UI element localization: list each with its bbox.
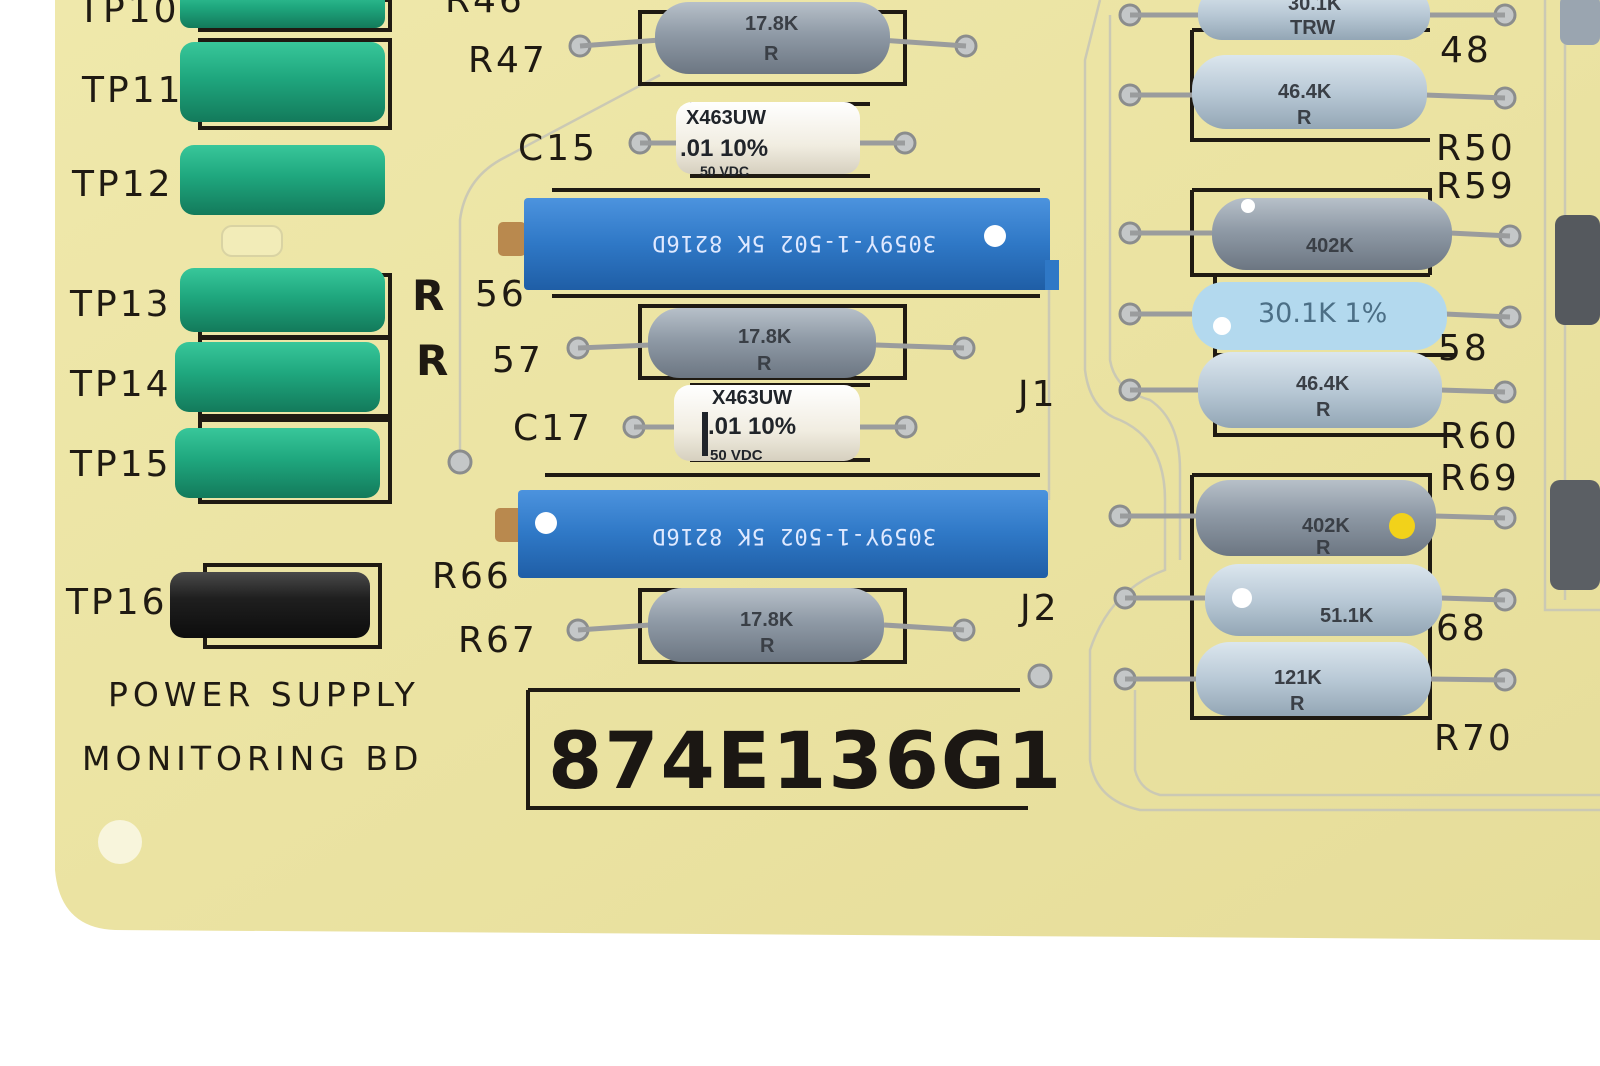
test-point-tp14-body: [175, 342, 380, 412]
mounting-hole: [98, 820, 142, 864]
svg-text:TRW: TRW: [1290, 17, 1335, 39]
svg-text:30.1K: 30.1K: [1288, 0, 1342, 15]
test-point-labels: TP10 TP11 TP12 TP13 TP14 TP15 TP16: [65, 0, 184, 623]
svg-text:3059Y-1-502 5K 8216D: 3059Y-1-502 5K 8216D: [651, 523, 936, 548]
capacitor-c17: X463UW .01 10% 50 VDC: [674, 385, 860, 464]
svg-text:48: 48: [1440, 30, 1492, 71]
test-point-tp13-body: [180, 268, 385, 332]
resistor-r60: 46.4K R: [1198, 352, 1442, 428]
resistor-r50: 46.4K R: [1192, 55, 1427, 129]
resistor-r47: 17.8K R: [655, 2, 890, 74]
pcb-traces: [458, 0, 1600, 812]
svg-text:X463UW: X463UW: [686, 107, 766, 129]
svg-text:R67: R67: [458, 620, 538, 661]
capacitor-c15: X463UW .01 10% 50 VDC: [676, 102, 860, 179]
svg-text:68: 68: [1436, 608, 1488, 649]
svg-text:R46: R46: [445, 0, 525, 21]
test-point-tp15-body: [175, 428, 380, 498]
resistor-r58: 30.1K 1%: [1192, 282, 1447, 350]
svg-text:46.4K: 46.4K: [1278, 81, 1332, 103]
label-tp12: TP12: [71, 164, 174, 205]
svg-text:R: R: [412, 271, 447, 320]
resistor-r68: 51.1K: [1205, 564, 1442, 636]
svg-text:402K: 402K: [1302, 515, 1350, 537]
svg-text:C15: C15: [518, 128, 598, 169]
svg-text:50 VDC: 50 VDC: [710, 447, 763, 464]
edge-component-middle: [1555, 215, 1600, 325]
svg-text:R69: R69: [1440, 458, 1520, 499]
svg-text:.01 10%: .01 10%: [680, 135, 768, 162]
resistor-r57: 17.8K R: [648, 308, 876, 378]
svg-text:R66: R66: [432, 556, 512, 597]
label-tp10: TP10: [77, 0, 180, 31]
board-title-line1: POWER SUPPLY: [108, 675, 420, 714]
test-point-tp16-body: [170, 572, 370, 638]
svg-text:56: 56: [475, 274, 527, 315]
svg-text:121K: 121K: [1274, 667, 1322, 689]
svg-text:R: R: [1316, 399, 1331, 421]
svg-text:R70: R70: [1434, 718, 1514, 759]
label-tp13: TP13: [69, 284, 172, 325]
svg-text:J2: J2: [1018, 588, 1060, 629]
svg-text:17.8K: 17.8K: [738, 326, 792, 348]
svg-text:R59: R59: [1436, 166, 1516, 207]
svg-text:R47: R47: [468, 40, 548, 81]
trimpot-r66: 3059Y-1-502 5K 8216D: [495, 490, 1048, 578]
edge-component-top: [1560, 0, 1600, 45]
svg-text:58: 58: [1438, 328, 1490, 369]
solder-blob: [221, 225, 283, 257]
test-point-tp11-body: [180, 42, 385, 122]
svg-text:R: R: [416, 336, 451, 385]
svg-text:3059Y-1-502 5K 8216D: 3059Y-1-502 5K 8216D: [651, 230, 936, 255]
svg-text:R: R: [1290, 693, 1305, 715]
svg-text:R: R: [760, 635, 775, 657]
test-point-row: [170, 0, 385, 638]
svg-text:57: 57: [492, 340, 544, 381]
svg-text:X463UW: X463UW: [712, 387, 792, 409]
label-tp16: TP16: [65, 582, 168, 623]
svg-text:R: R: [764, 43, 779, 65]
designator-labels: R46 R47 C15 R 56 R 57 C17 J1 R66 R67 J2 …: [412, 0, 1520, 759]
component-leads: [577, 12, 1511, 683]
svg-text:50 VDC: 50 VDC: [700, 163, 749, 179]
resistor-r59: 402K: [1212, 198, 1452, 270]
svg-text:402K: 402K: [1306, 235, 1354, 257]
part-number: 874E136G1: [548, 717, 1063, 807]
svg-text:46.4K: 46.4K: [1296, 373, 1350, 395]
resistor-r67: 17.8K R: [648, 588, 884, 662]
svg-text:17.8K: 17.8K: [745, 13, 799, 35]
board-title-line2: MONITORING BD: [82, 739, 423, 778]
resistor-r48: 30.1K TRW: [1198, 0, 1430, 40]
resistor-r70: 121K R: [1196, 642, 1431, 716]
edge-component-bottom: [1550, 480, 1600, 590]
resistor-r69: 402K R: [1196, 480, 1436, 559]
svg-text:30.1K 1%: 30.1K 1%: [1258, 298, 1387, 329]
svg-text:R: R: [1316, 537, 1331, 559]
label-tp15: TP15: [69, 444, 172, 485]
svg-text:R50: R50: [1436, 128, 1516, 169]
label-tp11: TP11: [81, 70, 184, 111]
svg-text:17.8K: 17.8K: [740, 609, 794, 631]
test-point-tp12-body: [180, 145, 385, 215]
label-tp14: TP14: [69, 364, 172, 405]
trimpot-r56: 3059Y-1-502 5K 8216D: [498, 198, 1059, 290]
svg-text:J1: J1: [1016, 374, 1058, 415]
svg-text:.01 10%: .01 10%: [708, 413, 796, 440]
svg-text:51.1K: 51.1K: [1320, 605, 1374, 627]
svg-text:C17: C17: [513, 408, 593, 449]
svg-text:R: R: [757, 353, 772, 375]
svg-text:R60: R60: [1440, 416, 1520, 457]
test-point-tp10-body: [180, 0, 385, 28]
svg-text:R: R: [1297, 107, 1312, 129]
